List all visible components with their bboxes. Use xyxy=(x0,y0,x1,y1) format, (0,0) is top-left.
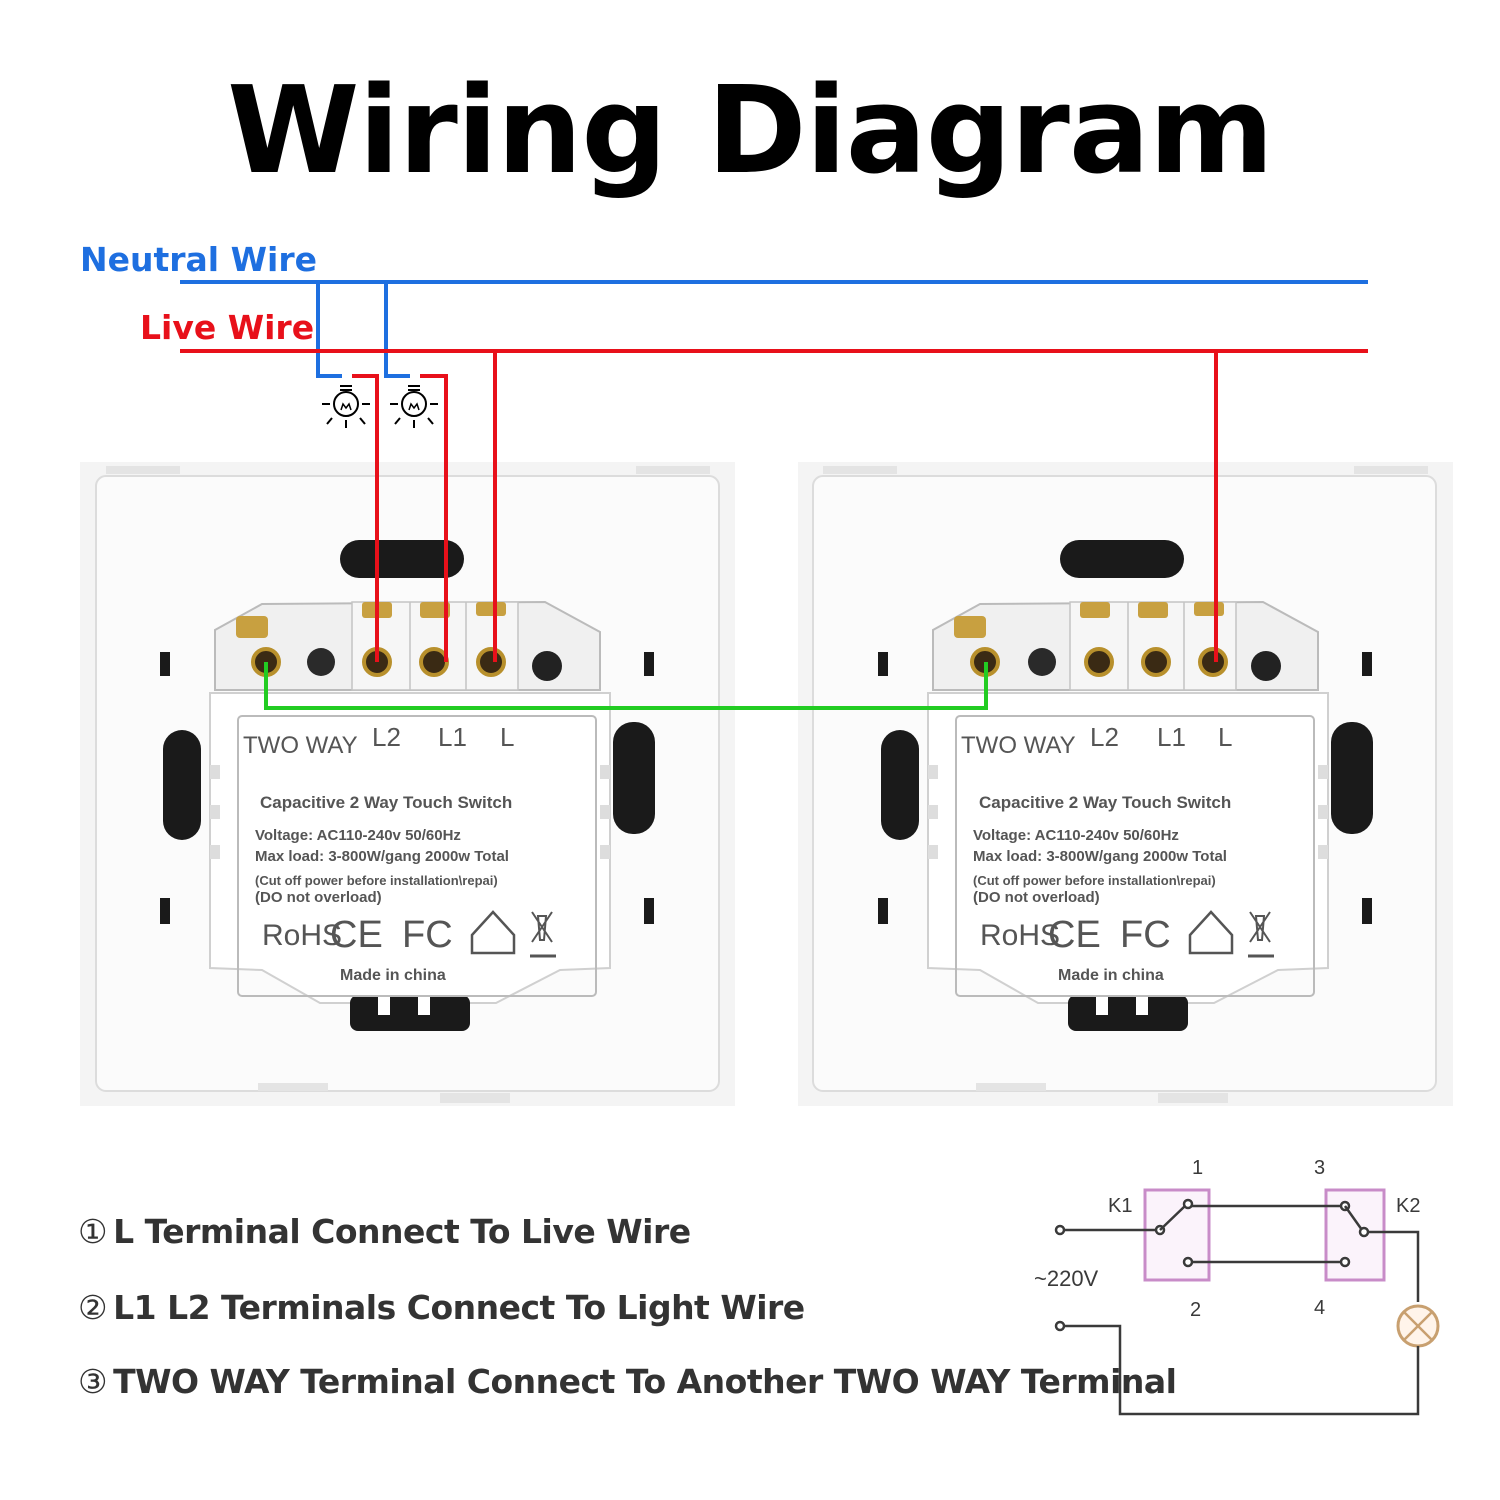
right-overload-text: (DO not overload) xyxy=(973,889,1100,906)
schematic-k2-label: K2 xyxy=(1396,1195,1420,1217)
left-caution-text: (Cut off power before installation\repai… xyxy=(255,873,498,888)
left-product-name: Capacitive 2 Way Touch Switch xyxy=(260,793,512,812)
neutral-wire-label: Neutral Wire xyxy=(80,240,317,279)
schematic-diagram xyxy=(1054,1188,1440,1416)
live-wire xyxy=(180,349,1368,662)
left-made-in-text: Made in china xyxy=(340,967,446,984)
instruction-text: TWO WAY Terminal Connect To Another TWO … xyxy=(113,1362,1177,1401)
neutral-wire xyxy=(180,280,1368,378)
right-made-in-text: Made in china xyxy=(1058,967,1164,984)
right-ce-mark: CE xyxy=(1048,914,1101,956)
left-weee-bin-icon xyxy=(530,911,556,958)
right-two-way-label: TWO WAY xyxy=(961,732,1076,759)
left-switch-plate xyxy=(80,462,735,1106)
light-bulb-icon xyxy=(389,385,439,429)
schematic-k1-label: K1 xyxy=(1108,1195,1132,1217)
left-voltage-text: Voltage: AC110-240v 50/60Hz xyxy=(255,827,461,844)
instruction-number: ② xyxy=(78,1288,108,1327)
schematic-labels: K1 K2 1 2 3 4 ~220V xyxy=(1034,1157,1420,1321)
page-title: Wiring Diagram xyxy=(227,62,1274,201)
schematic-terminal-2: 2 xyxy=(1190,1299,1201,1321)
right-weee-bin-icon xyxy=(1248,911,1274,958)
instruction-text: L1 L2 Terminals Connect To Light Wire xyxy=(113,1288,805,1327)
schematic-terminal-3: 3 xyxy=(1314,1157,1325,1179)
right-module-labels: TWO WAY L2 L1 L Capacitive 2 Way Touch S… xyxy=(961,722,1232,984)
left-terminal-l-label: L xyxy=(500,722,514,752)
left-house-icon xyxy=(470,910,516,955)
schematic-terminal-1: 1 xyxy=(1192,1157,1203,1179)
schematic-terminal-4: 4 xyxy=(1314,1297,1325,1319)
light-wires xyxy=(352,374,448,662)
right-voltage-text: Voltage: AC110-240v 50/60Hz xyxy=(973,827,1179,844)
right-terminal-l1-label: L1 xyxy=(1157,722,1186,752)
right-house-icon xyxy=(1188,910,1234,955)
instruction-text: L Terminal Connect To Live Wire xyxy=(113,1212,691,1251)
left-max-load-text: Max load: 3-800W/gang 2000w Total xyxy=(255,848,509,865)
left-fc-mark: FC xyxy=(402,914,453,956)
right-terminal-l2-label: L2 xyxy=(1090,722,1119,752)
left-ce-mark: CE xyxy=(330,914,383,956)
two-way-wire xyxy=(264,662,988,710)
live-wire-label: Live Wire xyxy=(140,308,315,347)
right-terminal-l-label: L xyxy=(1218,722,1232,752)
right-fc-mark: FC xyxy=(1120,914,1171,956)
instruction-number: ① xyxy=(78,1212,108,1251)
light-bulb-icon xyxy=(321,385,371,429)
right-switch-plate xyxy=(798,462,1453,1106)
left-module-labels: TWO WAY L2 L1 L Capacitive 2 Way Touch S… xyxy=(243,722,514,984)
left-terminal-l2-label: L2 xyxy=(372,722,401,752)
right-product-name: Capacitive 2 Way Touch Switch xyxy=(979,793,1231,812)
right-caution-text: (Cut off power before installation\repai… xyxy=(973,873,1216,888)
right-max-load-text: Max load: 3-800W/gang 2000w Total xyxy=(973,848,1227,865)
left-overload-text: (DO not overload) xyxy=(255,889,382,906)
instruction-number: ③ xyxy=(78,1362,108,1401)
left-rohs-mark: RoHS xyxy=(262,919,342,952)
right-rohs-mark: RoHS xyxy=(980,919,1060,952)
left-terminal-l1-label: L1 xyxy=(438,722,467,752)
schematic-voltage: ~220V xyxy=(1034,1266,1099,1291)
left-two-way-label: TWO WAY xyxy=(243,732,358,759)
